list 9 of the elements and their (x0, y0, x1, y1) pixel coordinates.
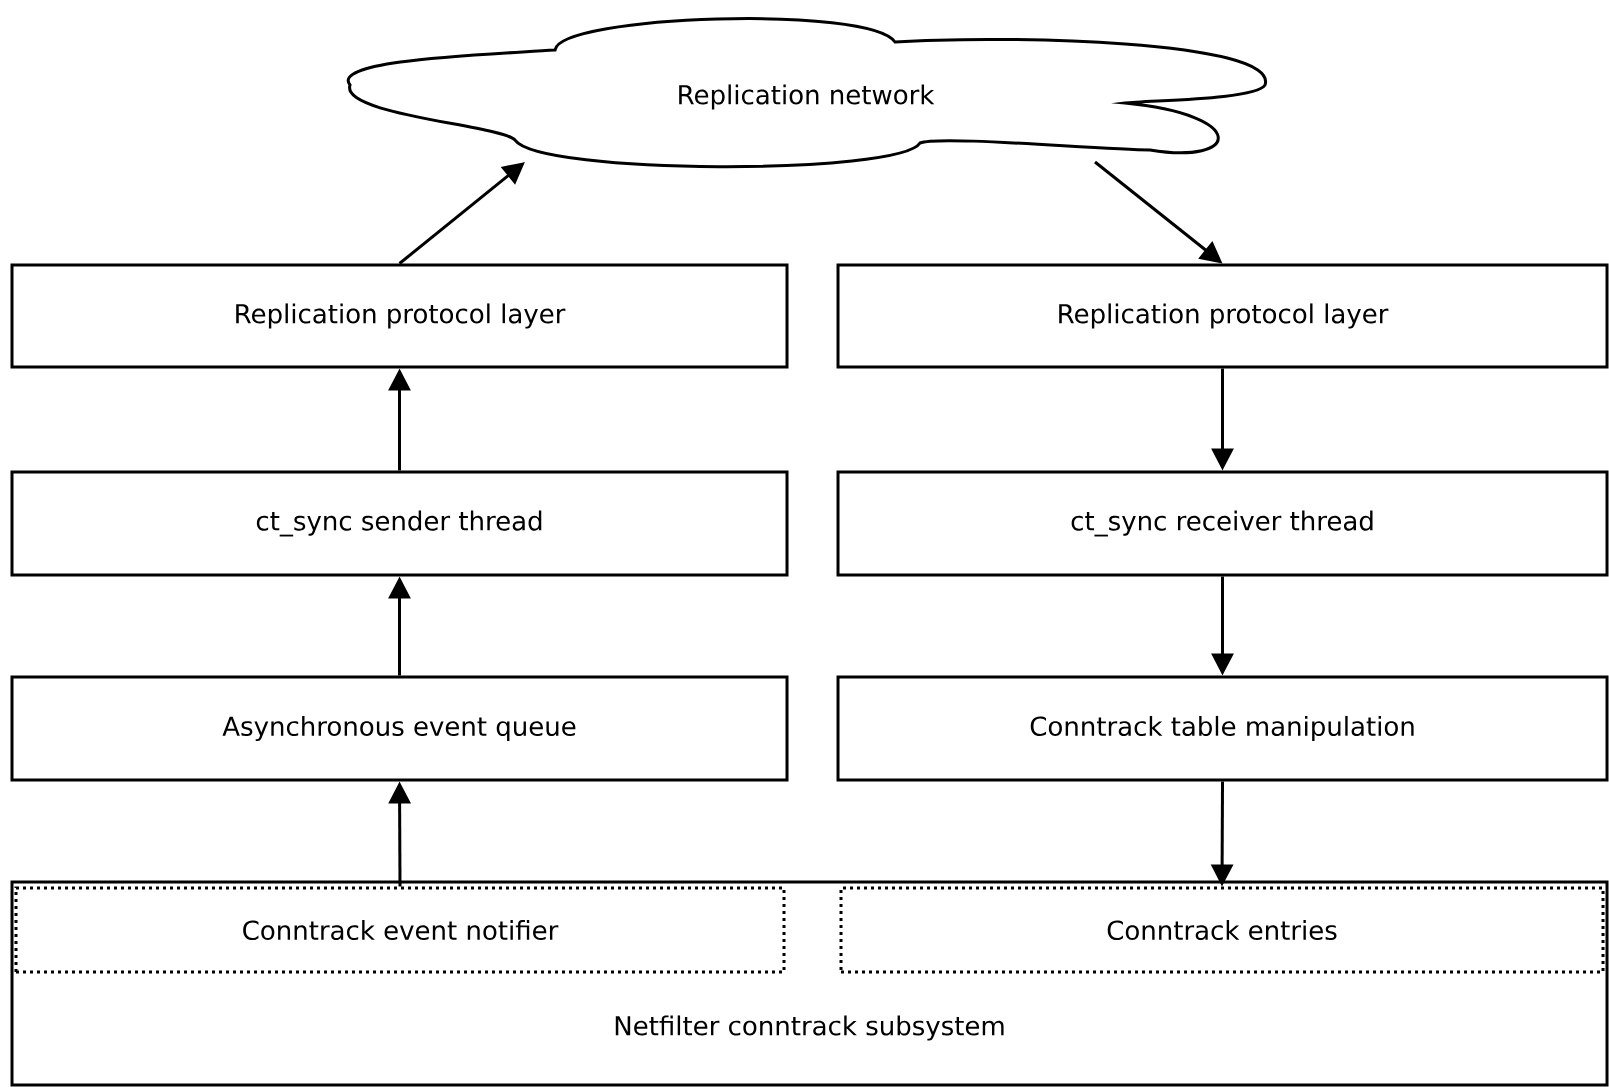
process-box: ct_sync receiver thread (836, 470, 1609, 577)
process-box: ct_sync sender thread (10, 470, 789, 577)
cloud: Replication network (346, 17, 1267, 169)
process-box: Replication protocol layer (836, 263, 1609, 369)
dotted-box: Conntrack event notifier (14, 886, 786, 974)
dotted-box: Conntrack entries (839, 886, 1605, 974)
process-box: Replication protocol layer (10, 263, 789, 369)
process-box: Conntrack table manipulation (836, 675, 1609, 782)
process-box: Asynchronous event queue (10, 675, 789, 782)
